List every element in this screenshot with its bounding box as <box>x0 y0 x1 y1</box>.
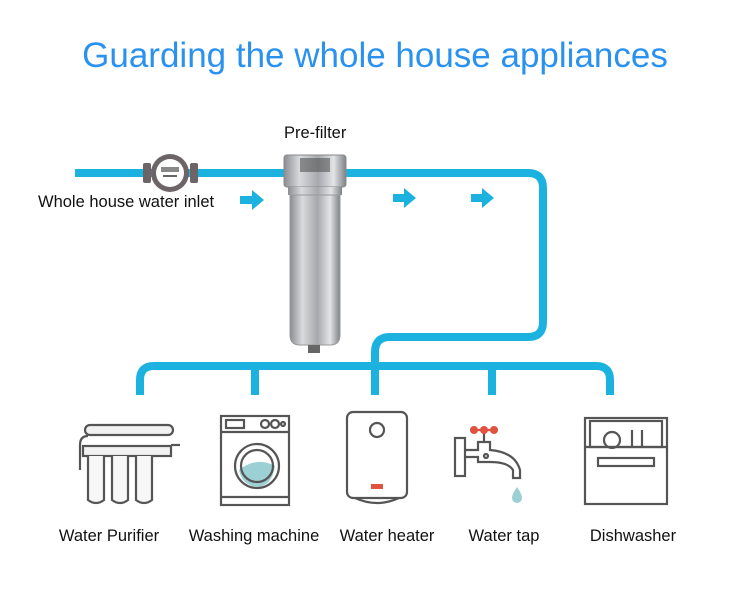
flow-arrow-icon <box>471 188 494 208</box>
appliance-label: Washing machine <box>188 527 320 545</box>
water-tap-icon <box>453 426 522 503</box>
flow-arrow-icon <box>240 190 264 210</box>
appliance-label: Water heater <box>339 527 435 545</box>
prefilter-label: Pre-filter <box>284 124 347 142</box>
dishwasher-icon <box>583 416 669 506</box>
distribution-pipe <box>136 362 614 395</box>
appliance-label: Water Purifier <box>58 527 160 545</box>
prefilter-housing-icon <box>283 154 347 353</box>
water-heater-icon <box>345 410 409 505</box>
outlet-pipe <box>340 169 547 395</box>
flow-arrow-icon <box>393 188 416 208</box>
inlet-label: Whole house water inlet <box>38 193 215 211</box>
appliance-label: Dishwasher <box>589 527 677 545</box>
diagram-title: Guarding the whole house appliances <box>82 36 668 75</box>
water-meter-icon <box>143 154 198 192</box>
water-purifier-icon <box>78 423 180 505</box>
appliance-label: Water tap <box>468 527 540 545</box>
washing-machine-icon <box>219 414 291 507</box>
